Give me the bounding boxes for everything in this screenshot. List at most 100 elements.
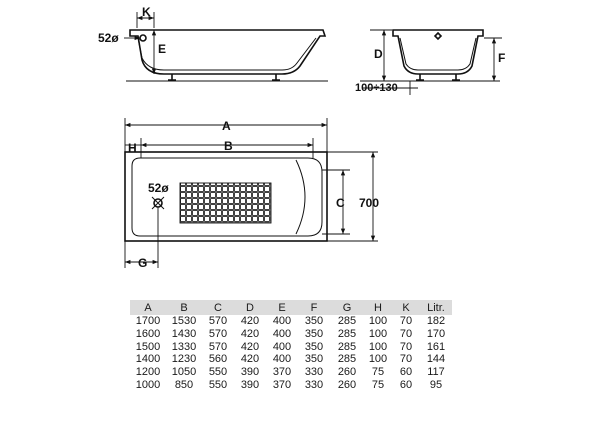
table-cell: 95 [429,378,443,391]
label-feet-range: 100÷130 [355,82,398,94]
side-view: K E 52ø [98,5,328,82]
table-cell: 570 [208,327,228,340]
column-header: F [298,300,330,315]
table-row: 1600 1430 570 420 400 350 285 100 70 170 [130,328,452,341]
table-cell: 400 [272,315,292,327]
label-overflow-top: 52ø [148,181,169,195]
table-cell: 285 [337,327,357,340]
table-cell: 350 [304,327,324,340]
table-cell: 550 [208,378,228,391]
table-cell: 400 [272,327,292,340]
table-cell: 400 [272,353,292,366]
column-header: H [364,300,392,315]
table-row: 1000 850 550 390 370 330 260 75 60 95 [130,379,452,392]
table-cell: 70 [399,315,413,327]
tub-outline [124,151,328,242]
column-header: Litr. [420,300,452,315]
label-b: B [224,139,233,153]
table-cell: 420 [240,340,260,353]
table-row: 1200 1050 550 390 370 330 260 75 60 117 [130,366,452,379]
drain-symbol [433,31,443,41]
column-header: G [330,300,364,315]
table-cell: 330 [304,378,324,391]
table-cell: 370 [272,378,292,391]
table-cell: 70 [399,353,413,366]
anti-slip-area [179,182,272,224]
table-cell: 161 [426,340,446,353]
table-cell: 260 [337,366,357,379]
table-cell: 100 [368,340,388,353]
column-header: D [234,300,266,315]
table-cell: 420 [240,327,260,340]
table-cell: 285 [337,353,357,366]
table-cell: 1400 [135,353,161,366]
table-cell: 370 [272,366,292,379]
table-cell: 1430 [171,327,197,340]
dimensions-table: A B C D E F G H K Litr. 1700 1530 570 42… [130,300,452,392]
table-cell: 1530 [171,315,197,327]
table-cell: 260 [337,378,357,391]
label-d: D [374,47,383,61]
table-row: 1700 1530 570 420 400 350 285 100 70 182 [130,315,452,328]
table-cell: 100 [368,315,388,327]
table-cell: 350 [304,353,324,366]
table-cell: 1700 [135,315,161,327]
label-e: E [158,42,166,56]
table-cell: 285 [337,315,357,327]
table-cell: 350 [304,315,324,327]
table-cell: 144 [426,353,446,366]
table-row: 1400 1230 560 420 400 350 285 100 70 144 [130,353,452,366]
label-700: 700 [359,196,379,210]
table-cell: 60 [399,366,413,379]
table-cell: 570 [208,340,228,353]
table-cell: 420 [240,353,260,366]
table-cell: 182 [426,315,446,327]
table-cell: 560 [208,353,228,366]
plan-view: 52ø A B H C 700 G [124,118,379,270]
foot-right [272,74,280,81]
foot-left [168,74,176,81]
table-cell: 1000 [135,378,161,391]
end-view: D F 100÷130 [355,29,505,95]
table-cell: 1230 [171,353,197,366]
table-cell: 400 [272,340,292,353]
table-cell: 550 [208,366,228,379]
bathtub-technical-drawing: K E 52ø D F 100÷130 [98,5,505,270]
label-a: A [222,119,231,133]
table-cell: 850 [174,378,194,391]
table-cell: 1600 [135,327,161,340]
column-header: E [266,300,298,315]
table-cell: 390 [240,378,260,391]
label-g: G [138,256,147,270]
table-cell: 75 [371,366,385,379]
column-header: A [130,300,166,315]
table-header-row: A B C D E F G H K Litr. [130,300,452,315]
table-cell: 75 [371,378,385,391]
table-cell: 70 [399,327,413,340]
column-header: C [202,300,234,315]
table-cell: 100 [368,353,388,366]
table-cell: 285 [337,340,357,353]
table-cell: 117 [427,366,445,379]
label-overflow-side: 52ø [98,31,119,45]
label-c: C [336,196,345,210]
table-cell: 70 [399,340,413,353]
table-cell: 570 [208,315,228,327]
label-f: F [498,51,505,65]
label-h: H [128,141,137,155]
table-cell: 330 [304,366,324,379]
overflow-outlet [139,34,147,42]
table-cell: 390 [240,366,260,379]
table-cell: 60 [399,378,413,391]
table-cell: 100 [368,327,388,340]
table-cell: 1200 [135,366,161,379]
table-cell: 1330 [171,340,197,353]
table-cell: 170 [426,327,446,340]
table-row: 1500 1330 570 420 400 350 285 100 70 161 [130,341,452,354]
table-cell: 1500 [135,340,161,353]
table-cell: 1050 [171,366,197,379]
table-cell: 350 [304,340,324,353]
table-cell: 420 [240,315,260,327]
label-k: K [142,5,151,19]
column-header: B [166,300,202,315]
